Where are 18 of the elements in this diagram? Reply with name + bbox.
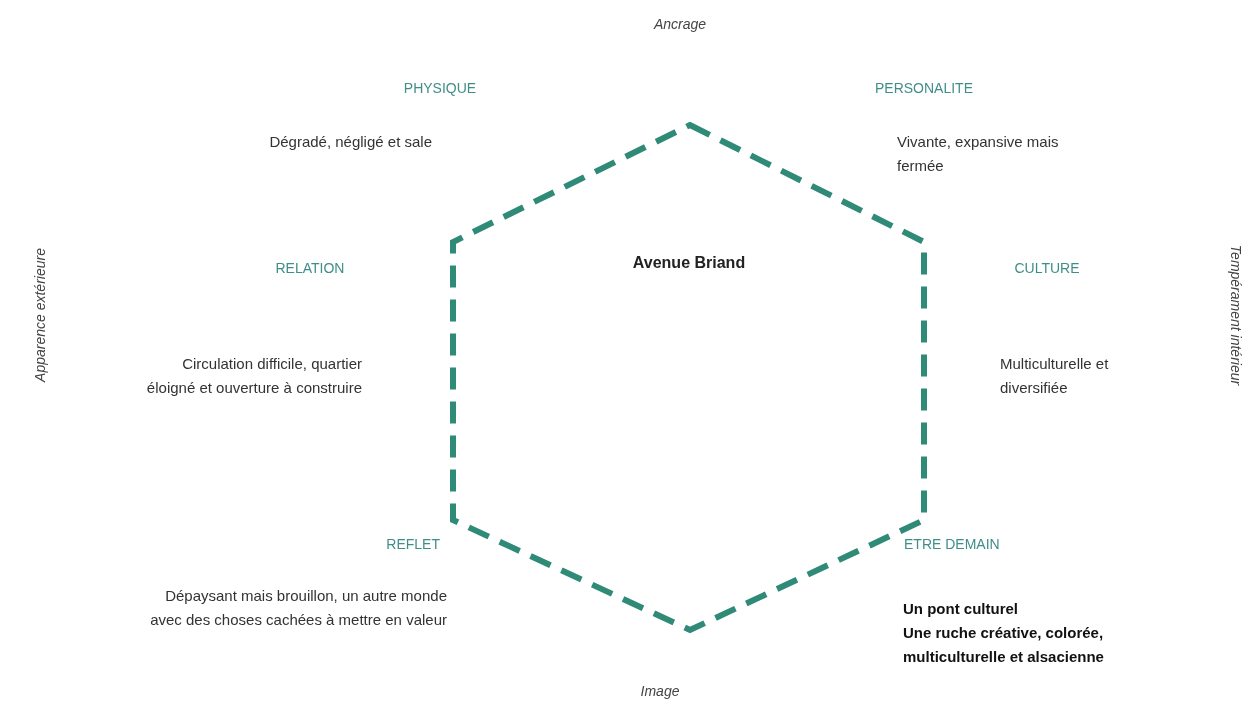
center-label: Avenue Briand [632,254,746,272]
axis-label: Image [640,682,680,701]
facet-description: Multiculturelle et diversifiée [1000,354,1110,398]
facet-heading: REFLET [386,535,440,554]
axis-label: Apparence extérieure [31,248,49,382]
facet-description: Une ruche créative, colorée, multiculturelle et alsacienne [903,623,1105,667]
facet-heading: CULTURE [1014,259,1080,278]
facet-heading: PERSONALITE [875,79,973,98]
facet-description: Un pont culturel [903,599,1019,619]
facet-heading: PHYSIQUE [403,79,477,98]
axis-label: Tempérament intérieur [1227,244,1245,386]
facet-heading: ETRE DEMAIN [904,535,1000,554]
axis-label: Ancrage [653,15,707,34]
facet-description: Vivante, expansive mais fermée [897,132,1060,176]
facet-description: Dépaysant mais brouillon, un autre monde avec des choses cachées à mettre en valeur [149,586,447,630]
facet-description: Dégradé, négligé et sale [268,132,432,152]
facet-heading: RELATION [275,259,345,278]
facet-description: Circulation difficile, quartier éloigné et ouverture à construire [145,354,362,398]
